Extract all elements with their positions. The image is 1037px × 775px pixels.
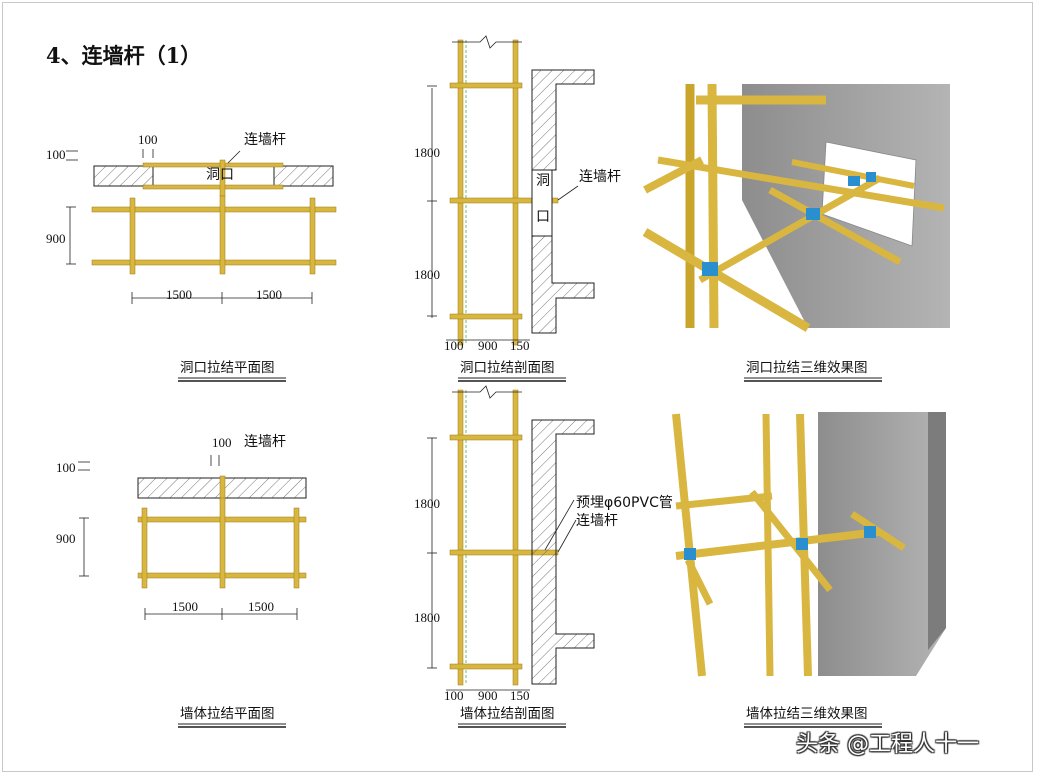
caption-underlines xyxy=(178,377,882,728)
plan-wall-tie-label: 连墙杆 xyxy=(244,434,286,450)
section-wall-tie-label: 连墙杆 xyxy=(576,513,618,529)
section-opening-caption: 洞口拉结剖面图 xyxy=(460,360,555,376)
section-wall-dim-100: 100 xyxy=(444,688,464,703)
section-wall-drawing xyxy=(427,385,595,691)
plan-opening-dim-100-left: 100 xyxy=(46,147,66,162)
plan-wall-dim-1500-a: 1500 xyxy=(172,599,198,614)
view3d-opening-caption: 洞口拉结三维效果图 xyxy=(746,360,868,376)
plan-wall-dim-100-top: 100 xyxy=(212,435,232,450)
plan-wall-dim-1500-b: 1500 xyxy=(248,599,274,614)
plan-opening-dim-1500-a: 1500 xyxy=(166,287,192,302)
section-opening-dim-1800-b: 1800 xyxy=(414,267,440,282)
section-wall-dim-1800-a: 1800 xyxy=(414,496,440,511)
view3d-opening xyxy=(642,83,950,332)
section-opening-opening-char1: 洞 xyxy=(536,173,550,189)
plan-opening-dim-1500-b: 1500 xyxy=(256,287,282,302)
view3d-wall xyxy=(660,412,950,677)
section-wall-caption: 墙体拉结剖面图 xyxy=(460,706,555,722)
watermark: 头条 @工程人十一 xyxy=(796,732,979,757)
plan-wall-caption: 墙体拉结平面图 xyxy=(180,706,275,722)
section-opening-dim-1800-a: 1800 xyxy=(414,145,440,160)
section-opening-dim-100: 100 xyxy=(444,338,464,353)
plan-wall-drawing xyxy=(78,455,307,620)
section-wall-dim-1800-b: 1800 xyxy=(414,610,440,625)
plan-wall-dim-100-left: 100 xyxy=(56,460,76,475)
plan-opening-caption: 洞口拉结平面图 xyxy=(180,360,275,376)
section-opening-opening-char2: 口 xyxy=(536,209,550,225)
section-opening-tie-label: 连墙杆 xyxy=(579,169,621,185)
page-title: 4、连墙杆（1） xyxy=(46,43,202,68)
plan-opening-dim-900: 900 xyxy=(46,231,66,246)
section-wall-dim-150: 150 xyxy=(510,688,530,703)
plan-opening-opening-label: 洞口 xyxy=(206,167,234,183)
plan-opening-dim-100-top: 100 xyxy=(138,132,158,147)
section-wall-pvc-label: 预埋φ60PVC管 xyxy=(576,495,673,511)
view3d-wall-caption: 墙体拉结三维效果图 xyxy=(746,706,868,722)
section-opening-drawing xyxy=(427,35,595,346)
plan-opening-tie-label: 连墙杆 xyxy=(244,132,286,148)
section-opening-dim-150: 150 xyxy=(510,338,530,353)
plan-wall-dim-900: 900 xyxy=(56,531,76,546)
section-wall-dim-900: 900 xyxy=(478,688,498,703)
plan-opening-drawing xyxy=(66,149,337,304)
section-opening-dim-900: 900 xyxy=(478,338,498,353)
